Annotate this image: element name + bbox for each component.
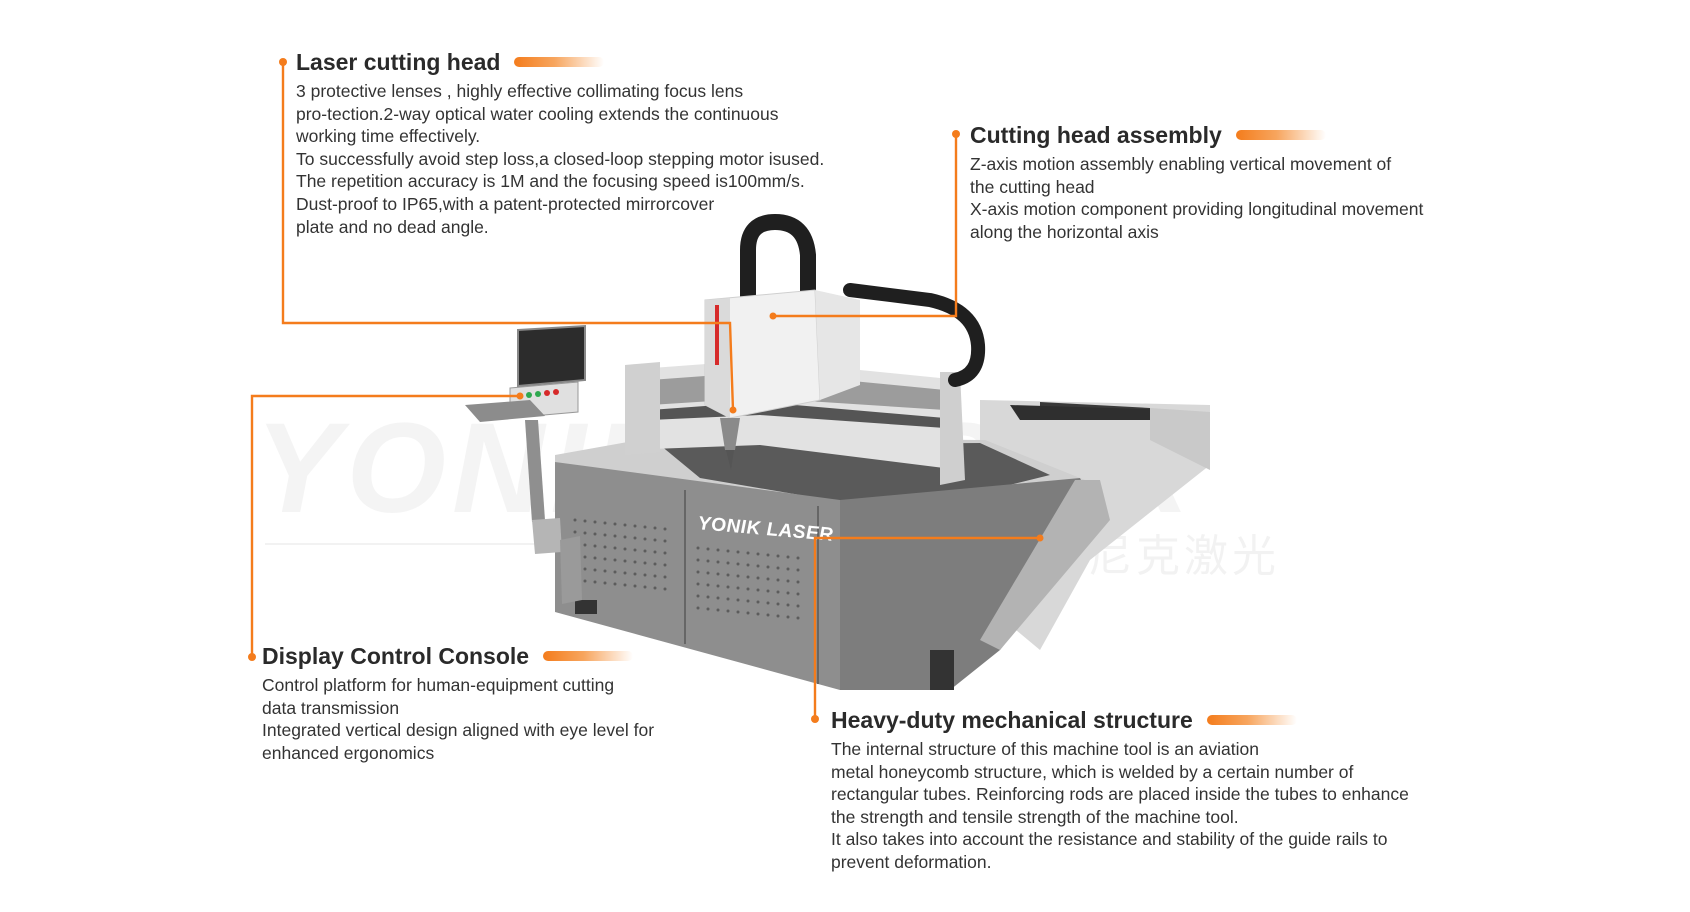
feature-description: Z-axis motion assembly enabling vertical… (970, 153, 1423, 243)
description-line: prevent deformation. (831, 851, 992, 872)
feature-description: 3 protective lenses , highly effective c… (296, 80, 824, 238)
title-accent-bar (514, 57, 605, 67)
feature-title-console: Display Control Console (262, 642, 654, 670)
cutting-head-block (704, 289, 860, 470)
description-line: the cutting head (970, 176, 1095, 197)
description-line: enhanced ergonomics (262, 742, 435, 763)
feature-title-text: Cutting head assembly (970, 122, 1222, 148)
leader-console (250, 394, 520, 657)
feature-description: The internal structure of this machine t… (831, 738, 1409, 874)
description-line: The repetition accuracy is 1M and the fo… (296, 171, 805, 192)
leader-laser-head (281, 62, 735, 411)
leader-dot-assembly-start (952, 130, 960, 138)
title-accent-bar (543, 651, 634, 661)
feature-title-laser-head: Laser cutting head (296, 48, 824, 76)
description-line: along the horizontal axis (970, 221, 1159, 242)
control-console (465, 324, 586, 604)
title-accent-bar (1235, 130, 1326, 140)
description-line: metal honeycomb structure, which is weld… (831, 761, 1354, 782)
leader-dot-laser-head-start (279, 58, 287, 66)
description-line: data transmission (262, 697, 400, 718)
description-line: the strength and tensile strength of the… (831, 806, 1239, 827)
feature-title-assembly: Cutting head assembly (970, 121, 1423, 149)
cable-carrier (740, 213, 986, 387)
description-line: pro-tection.2-way optical water cooling … (296, 103, 779, 124)
feature-title-structure: Heavy-duty mechanical structure (831, 706, 1409, 734)
leader-assembly (773, 134, 958, 318)
feature-heavy-duty-structure: Heavy-duty mechanical structure The inte… (831, 706, 1409, 874)
feature-title-text: Laser cutting head (296, 49, 501, 75)
feature-description: Control platform for human-equipment cut… (262, 674, 654, 764)
leader-dot-laser-head-end (729, 406, 737, 414)
feature-laser-cutting-head: Laser cutting head 3 protective lenses ,… (296, 48, 824, 238)
leader-dot-structure-start (811, 715, 819, 723)
leader-dot-console-end (516, 392, 524, 400)
feature-title-text: Display Control Console (262, 643, 530, 669)
title-accent-bar (1206, 715, 1297, 725)
description-line: working time effectively. (296, 126, 481, 147)
description-line: Dust-proof to IP65,with a patent-protect… (296, 193, 715, 214)
description-line: Control platform for human-equipment cut… (262, 675, 615, 695)
feature-title-text: Heavy-duty mechanical structure (831, 707, 1193, 733)
description-line: X-axis motion component providing longit… (970, 199, 1424, 220)
leader-dot-console-start (248, 653, 256, 661)
description-line: plate and no dead angle. (296, 216, 489, 237)
description-line: The internal structure of this machine t… (831, 739, 1259, 759)
leader-structure (813, 536, 1040, 719)
description-line: 3 protective lenses , highly effective c… (296, 81, 744, 101)
leader-dot-structure-end (1036, 534, 1044, 542)
machine-body (555, 438, 1110, 690)
description-line: To successfully avoid step loss,a closed… (296, 148, 825, 169)
leader-dot-assembly-end (769, 312, 777, 320)
description-line: rectangular tubes. Reinforcing rods are … (831, 784, 1409, 805)
feature-display-control-console: Display Control Console Control platform… (262, 642, 654, 764)
description-line: It also takes into account the resistanc… (831, 829, 1388, 850)
description-line: Integrated vertical design aligned with … (262, 720, 655, 741)
feature-cutting-head-assembly: Cutting head assembly Z-axis motion asse… (970, 121, 1423, 243)
description-line: Z-axis motion assembly enabling vertical… (970, 154, 1392, 174)
